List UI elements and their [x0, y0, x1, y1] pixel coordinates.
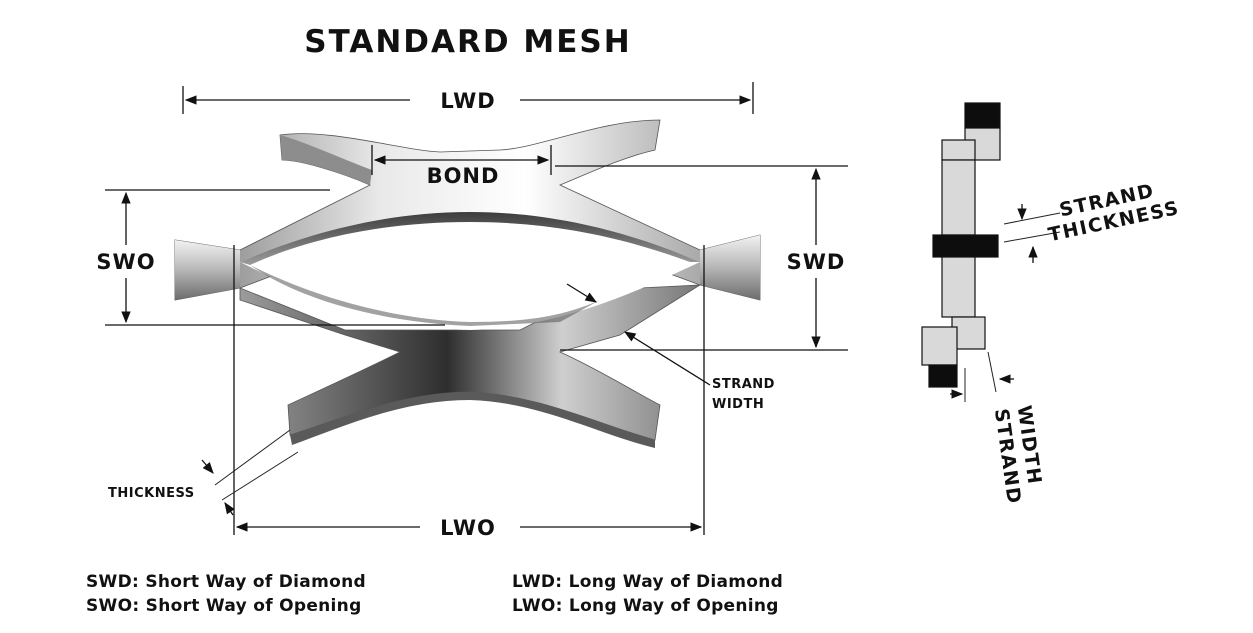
swo-dimension: SWO — [96, 189, 445, 326]
lwd-dimension: LWD — [182, 82, 754, 114]
opening-shadow-bottom — [250, 265, 600, 326]
left-tab — [175, 240, 240, 300]
swd-label: SWD — [787, 250, 846, 274]
opening-shadow-top — [240, 212, 700, 265]
legend-lwo: LWO: Long Way of Opening — [512, 596, 779, 616]
top-edge — [280, 135, 372, 185]
diagram-title: STANDARD MESH — [304, 24, 631, 60]
strand-width-label-line2: WIDTH — [712, 397, 764, 412]
swo-label: SWO — [96, 250, 155, 274]
strand-width-label-line1: STRAND — [712, 377, 775, 392]
side-view: STRAND THICKNESS STRAND WIDTH — [921, 102, 1182, 506]
legend-swd: SWD: Short Way of Diamond — [86, 572, 366, 592]
bottom-edge — [290, 392, 655, 448]
thickness-label: THICKNESS — [108, 486, 195, 501]
bond-dimension: BOND — [371, 145, 552, 188]
thickness-callout: THICKNESS — [108, 429, 299, 516]
lwo-dimension: LWO — [233, 245, 705, 540]
lwd-label: LWD — [440, 89, 495, 113]
legend-lwd: LWD: Long Way of Diamond — [512, 572, 784, 592]
bond-label: BOND — [427, 164, 500, 188]
lwo-label: LWO — [440, 516, 496, 540]
right-tab — [700, 235, 760, 300]
svg-text:WIDTH: WIDTH — [712, 397, 764, 412]
svg-text:STRAND: STRAND — [712, 377, 775, 392]
legend-swo: SWO: Short Way of Opening — [86, 596, 362, 616]
strand-width-callout: STRAND WIDTH — [566, 283, 775, 412]
